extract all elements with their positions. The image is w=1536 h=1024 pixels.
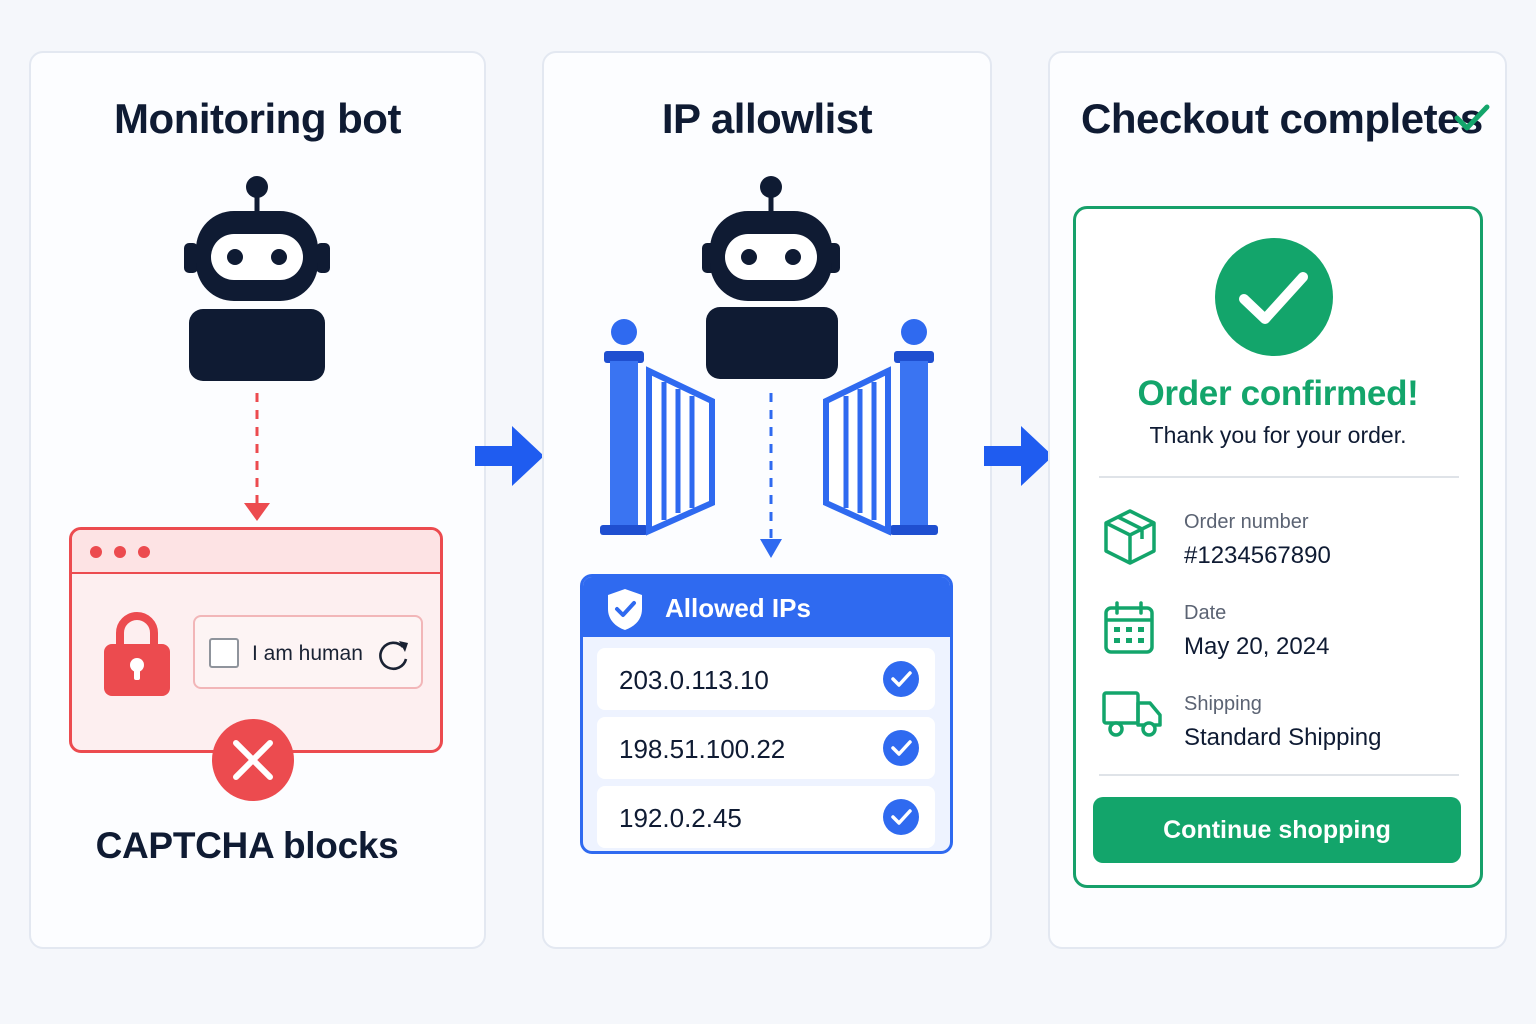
gate-icon — [600, 319, 938, 536]
truck-icon — [1102, 691, 1162, 737]
detail-label: Order number — [1184, 511, 1309, 533]
panel-checkout: Checkout completes Order confirmed! Than… — [1048, 51, 1507, 949]
lock-icon — [104, 612, 170, 696]
ip-row: 192.0.2.45 — [597, 786, 935, 848]
detail-label: Shipping — [1184, 693, 1262, 715]
robot-icon — [702, 176, 840, 379]
panel-caption: CAPTCHA blocks — [95, 825, 399, 866]
window-title-bar — [72, 530, 440, 574]
panel-title: IP allowlist — [661, 95, 873, 142]
check-icon — [1454, 104, 1490, 131]
ip-row: 198.51.100.22 — [597, 717, 935, 779]
package-icon — [1104, 509, 1156, 565]
order-confirmation-card: Order confirmed! Thank you for your orde… — [1073, 206, 1483, 888]
divider — [1099, 476, 1459, 478]
allowed-path-arrow — [760, 393, 782, 558]
blocked-path-arrow — [244, 393, 270, 521]
flow-arrow-right-icon — [984, 426, 1053, 486]
continue-shopping-button[interactable]: Continue shopping — [1093, 797, 1461, 863]
ip-address: 198.51.100.22 — [619, 734, 786, 764]
success-check-icon — [1215, 238, 1333, 356]
captcha-window: I am human — [69, 527, 443, 753]
order-date-value: May 20, 2024 — [1184, 633, 1330, 660]
refresh-icon[interactable] — [375, 637, 411, 673]
window-dot — [114, 546, 126, 558]
shipping-method-value: Standard Shipping — [1184, 724, 1382, 751]
flow-arrow-right-icon — [475, 426, 544, 486]
check-circle-icon — [883, 661, 919, 697]
check-circle-icon — [883, 799, 919, 835]
blocked-x-icon — [212, 719, 294, 801]
panel-ip-allowlist: IP allowlist — [542, 51, 992, 949]
captcha-widget: I am human — [193, 615, 423, 689]
captcha-label: I am human — [252, 642, 363, 665]
shield-check-icon — [608, 589, 642, 630]
allowed-ips-title: Allowed IPs — [665, 593, 811, 623]
ip-row: 203.0.113.10 — [597, 648, 935, 710]
ip-address: 192.0.2.45 — [619, 803, 742, 833]
allowed-ips-card: Allowed IPs 203.0.113.10 198.51.100.22 1… — [580, 574, 953, 854]
thank-you-message: Thank you for your order. — [1149, 422, 1407, 448]
detail-label: Date — [1184, 602, 1227, 624]
allowed-ips-header: Allowed IPs — [583, 577, 950, 637]
window-dot — [138, 546, 150, 558]
human-checkbox[interactable] — [209, 638, 239, 668]
panel-title: Checkout completes — [1081, 95, 1483, 142]
order-status: Order confirmed! — [1137, 374, 1419, 413]
panel-title: Monitoring bot — [114, 95, 401, 142]
ip-address: 203.0.113.10 — [619, 665, 769, 695]
window-dot — [90, 546, 102, 558]
panel-monitoring-bot: Monitoring bot I am human — [29, 51, 486, 949]
order-number-value: #1234567890 — [1184, 542, 1331, 569]
check-circle-icon — [883, 730, 919, 766]
robot-icon — [184, 176, 330, 381]
calendar-icon — [1104, 601, 1154, 654]
divider — [1099, 774, 1459, 776]
